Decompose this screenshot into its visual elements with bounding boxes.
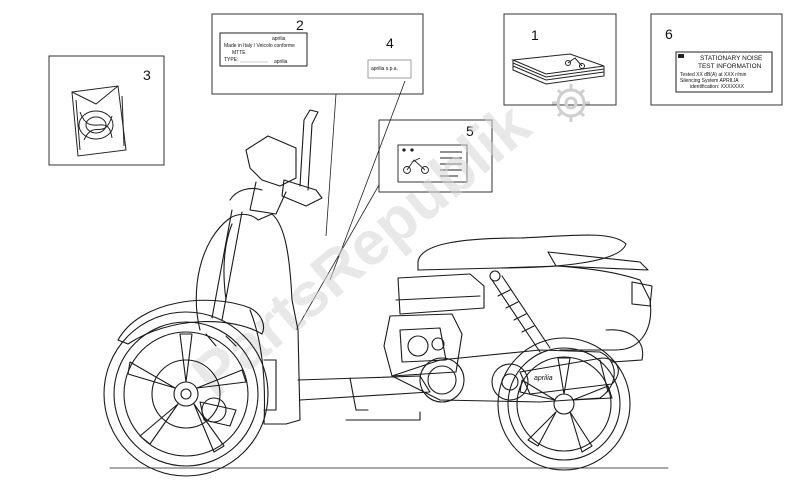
noise-info-label: STATIONARY NOISE TEST INFORMATION Tested… xyxy=(675,51,773,93)
homologation-label: aprilia Made in Italy / Veicolo conforme… xyxy=(219,32,308,67)
part-box-3[interactable]: 3 xyxy=(48,55,165,166)
callout-4: 4 xyxy=(386,35,394,51)
part-box-6[interactable]: 6 STATIONARY NOISE TEST INFORMATION Test… xyxy=(650,13,783,106)
transmission-badge: aprilia xyxy=(534,375,553,382)
seat xyxy=(417,234,627,271)
decal-icon xyxy=(397,144,468,183)
engine-block xyxy=(383,313,463,377)
sticker-company: aprilia s.p.a. xyxy=(371,66,398,72)
callout-2: 2 xyxy=(296,17,304,33)
scooter-drawing xyxy=(103,109,669,477)
callout-5: 5 xyxy=(466,123,474,139)
rear-shock xyxy=(489,270,551,353)
front-body xyxy=(195,213,301,425)
part-box-5[interactable]: 5 xyxy=(378,119,493,193)
noise-title1: STATIONARY NOISE xyxy=(700,55,763,62)
noise-line3: identification: XXXXXXX xyxy=(690,84,745,90)
manual-booklet-icon xyxy=(511,53,605,85)
floorboard xyxy=(297,375,431,401)
part-box-1[interactable]: 1 xyxy=(503,13,617,122)
document-pouch-icon xyxy=(71,85,127,157)
front-wheel xyxy=(103,311,269,477)
noise-title2: TEST INFORMATION xyxy=(698,63,762,70)
label-field-mtt: MTTE xyxy=(232,50,246,56)
label-brand: aprilia xyxy=(272,36,286,42)
rear-wheel xyxy=(497,337,631,471)
front-mudguard xyxy=(117,299,265,345)
leader-lines xyxy=(295,80,406,331)
noise-line2: Silencing System APRILIA xyxy=(680,78,739,84)
label-field-type: TYPE: xyxy=(224,57,238,63)
rear-body xyxy=(499,265,652,351)
noise-line1: Tested XX dB(A) at XXX r/min xyxy=(680,72,747,78)
fuel-tank xyxy=(397,273,485,315)
callout-3: 3 xyxy=(143,67,151,83)
gear-icon xyxy=(552,84,590,122)
watermark-text: PartsRepublik xyxy=(180,90,544,411)
muffler xyxy=(519,357,619,395)
brand-sticker: aprilia s.p.a. xyxy=(367,59,412,79)
label-signature: aprilia xyxy=(274,59,288,65)
label-line1: Made in Italy / Veicolo conforme xyxy=(224,43,295,49)
handlebar-assembly xyxy=(245,135,297,187)
callout-1: 1 xyxy=(531,27,539,43)
callout-6: 6 xyxy=(665,26,673,42)
part-box-2-4[interactable]: 2 4 aprilia Made in Italy / Veicolo conf… xyxy=(211,13,424,95)
